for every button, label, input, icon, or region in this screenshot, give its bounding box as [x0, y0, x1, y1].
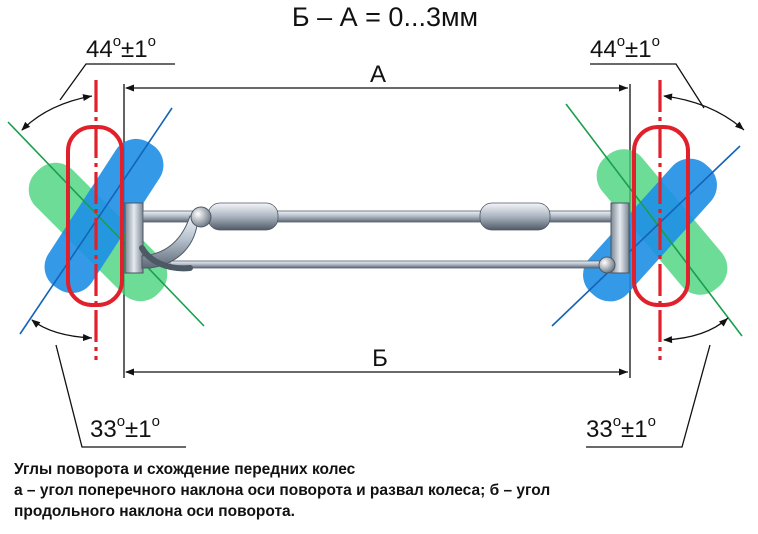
caption-line-3: продольного наклона оси поворота. — [14, 503, 295, 520]
leader-lines — [55, 63, 711, 448]
lower-rod — [169, 260, 607, 269]
right-end-plate — [610, 202, 630, 274]
svg-text:33o±1o: 33o±1o — [586, 413, 656, 443]
dimension-label-a: А — [370, 61, 386, 88]
figure-caption: Углы поворота и схождение передних колес… — [14, 459, 749, 522]
svg-text:44o±1o: 44o±1o — [86, 33, 156, 63]
svg-text:33o±1o: 33o±1o — [90, 413, 160, 443]
dimension-label-b: Б — [372, 345, 388, 372]
left-ball-joint — [190, 206, 212, 228]
upper-sleeve-left — [207, 202, 279, 231]
right-ball-joint — [598, 256, 616, 274]
tie-rod-assembly — [124, 202, 630, 274]
dimension-lines — [123, 84, 631, 378]
upper-sleeve-right — [479, 202, 551, 231]
caption-line-2: а – угол поперечного наклона оси поворот… — [14, 482, 551, 499]
caption-line-1: Углы поворота и схождение передних колес — [14, 461, 356, 478]
angle-label-bottom-left: 33o±1o — [90, 413, 160, 443]
angle-label-bottom-right: 33o±1o — [586, 413, 656, 443]
angle-label-top-left: 44o±1o — [86, 33, 156, 63]
upper-rod — [142, 210, 612, 223]
svg-text:44o±1o: 44o±1o — [590, 33, 660, 63]
left-end-plate — [124, 202, 144, 274]
left-steering-arm — [141, 215, 199, 269]
formula-text: Б – А = 0...3мм — [292, 2, 478, 32]
angle-label-top-right: 44o±1o — [590, 33, 660, 63]
